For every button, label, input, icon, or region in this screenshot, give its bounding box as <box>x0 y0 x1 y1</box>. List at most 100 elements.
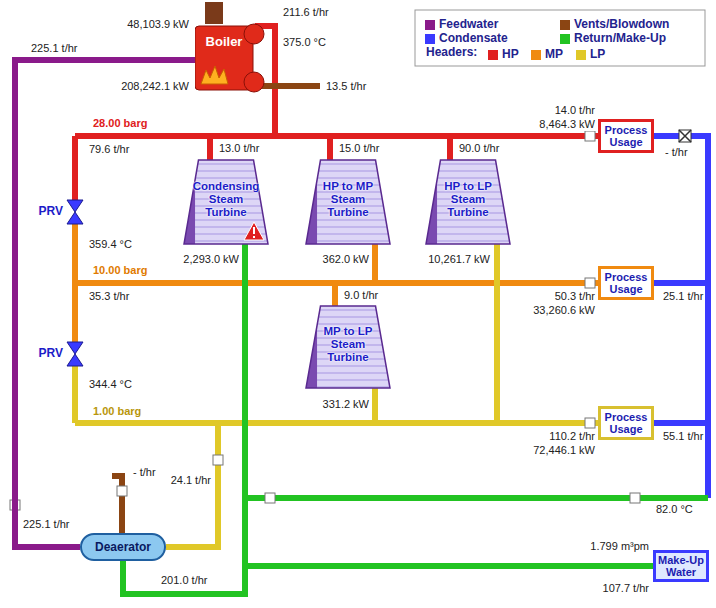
blade-stripe <box>305 163 391 165</box>
legend-text: MP <box>544 48 564 61</box>
blade-stripe <box>305 226 391 228</box>
turbine-outline <box>306 306 390 388</box>
legend-swatch <box>576 50 586 60</box>
value-label: 48,103.9 kW <box>126 18 190 31</box>
warning-icon <box>244 222 264 240</box>
value-label: 50.3 t/hr <box>554 290 596 303</box>
steam-turbine: Condensing Steam Turbine <box>183 158 269 248</box>
legend-text: Feedwater <box>438 18 499 31</box>
process-box: Process Usage <box>598 406 654 440</box>
turbine-outline <box>184 160 268 244</box>
value-label: 13.0 t/hr <box>218 142 260 155</box>
value-label: 33,260.6 kW <box>532 304 596 317</box>
blade-stripe <box>305 365 391 367</box>
header-label: Headers: <box>425 46 478 59</box>
value-label: 28.00 barg <box>92 117 148 130</box>
value-label: 25.1 t/hr <box>662 290 704 303</box>
blade-stripe <box>305 309 391 311</box>
process-box: Process Usage <box>598 266 654 300</box>
blade-stripe <box>425 233 511 235</box>
legend-swatch <box>488 50 498 60</box>
value-label: 82.0 °C <box>655 503 694 516</box>
blade-stripe <box>425 219 511 221</box>
turbine-body <box>184 160 268 244</box>
node-label: Process Usage <box>601 411 651 435</box>
value-label: - t/hr <box>664 146 689 159</box>
value-label: 107.7 t/hr <box>602 582 650 595</box>
blade-stripe <box>305 240 391 242</box>
turbine-body <box>426 160 510 244</box>
legend-panel <box>415 10 705 66</box>
turbine-casing <box>305 304 317 392</box>
value-label: 362.0 kW <box>322 253 370 266</box>
condensate-valve <box>679 130 691 142</box>
value-label: 1.00 barg <box>92 405 142 418</box>
steam-drum <box>244 24 264 44</box>
value-label: 10,261.7 kW <box>427 253 491 266</box>
node-label: HP to MP Steam Turbine <box>309 180 387 219</box>
warning-mark <box>253 227 255 234</box>
value-label: 201.0 t/hr <box>160 574 208 587</box>
value-label: 79.6 t/hr <box>88 143 130 156</box>
value-label: 10.00 barg <box>92 264 148 277</box>
value-label: 344.4 °C <box>88 378 133 391</box>
pipe-connector <box>15 60 195 547</box>
pipes <box>75 2 708 594</box>
blade-stripe <box>183 163 269 165</box>
flame <box>201 66 228 84</box>
value-label: 225.1 t/hr <box>22 518 70 531</box>
legend-swatch <box>425 20 435 30</box>
node-label: Condensing Steam Turbine <box>187 180 265 219</box>
node-label: Boiler <box>195 34 253 49</box>
value-label: 13.5 t/hr <box>325 80 367 93</box>
value-label: 110.2 t/hr <box>548 430 596 443</box>
legend-swatch <box>425 34 435 44</box>
blade-stripe <box>425 240 511 242</box>
value-label: 359.4 °C <box>88 238 133 251</box>
turbine-casing <box>305 158 317 248</box>
legend-text: Return/Make-Up <box>573 32 667 45</box>
value-label: 211.6 t/hr <box>282 6 330 19</box>
blade-stripe <box>425 163 511 165</box>
blade-stripe <box>183 219 269 221</box>
turbine-casing <box>425 158 437 248</box>
legend-swatch <box>560 34 570 44</box>
value-label: 1.799 m³pm <box>589 540 650 553</box>
turbine-body <box>306 306 390 388</box>
value-label: 8,464.3 kW <box>538 118 596 131</box>
value-label: 225.1 t/hr <box>30 42 78 55</box>
steam-turbine: HP to MP Steam Turbine <box>305 158 391 248</box>
legend-text: Condensate <box>438 32 509 45</box>
process-box: Process Usage <box>598 119 654 153</box>
node-label: Make-Up Water <box>656 554 706 578</box>
node-label: Deaerator <box>95 540 151 554</box>
turbine-outline <box>426 160 510 244</box>
value-label: 35.3 t/hr <box>88 290 130 303</box>
pipe-connector <box>123 561 653 594</box>
blade-stripe <box>305 219 391 221</box>
value-label: - t/hr <box>132 466 157 479</box>
node-label: Process Usage <box>601 271 651 295</box>
value-label: 9.0 t/hr <box>343 289 379 302</box>
steam-turbine: MP to LP Steam Turbine <box>305 304 391 392</box>
node-label: MP to LP Steam Turbine <box>309 325 387 364</box>
boiler-shape <box>195 22 265 94</box>
turbine-casing <box>183 158 195 248</box>
turbine-body <box>306 160 390 244</box>
value-label: 208,242.1 kW <box>120 80 190 93</box>
node-label: HP to LP Steam Turbine <box>429 180 507 219</box>
blade-stripe <box>305 379 391 381</box>
value-label: 90.0 t/hr <box>458 142 500 155</box>
flow-meters <box>10 131 640 510</box>
header-label: PRV <box>38 205 64 218</box>
value-label: 24.1 t/hr <box>170 474 212 487</box>
value-label: 14.0 t/hr <box>554 104 596 117</box>
legend-text: HP <box>501 48 520 61</box>
turbine-outline <box>306 160 390 244</box>
value-label: 55.1 t/hr <box>662 430 704 443</box>
node-label: Process Usage <box>601 124 651 148</box>
value-label: 2,293.0 kW <box>182 253 240 266</box>
prv-valves <box>67 200 83 366</box>
warning-dot <box>253 236 255 238</box>
